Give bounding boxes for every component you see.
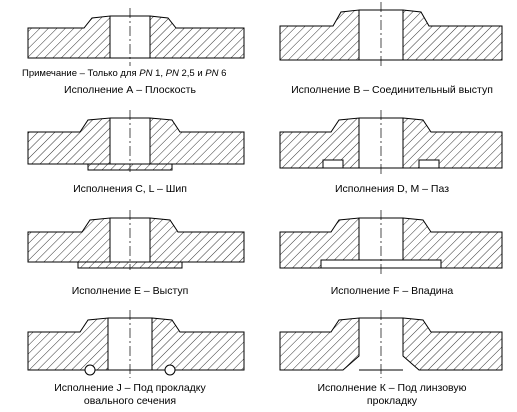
caption-d: Исполнения D, М – Паз xyxy=(334,183,450,195)
flange-d-right-section xyxy=(402,117,503,169)
flange-j-face-detail-0 xyxy=(84,364,96,376)
flange-b-left-section xyxy=(279,9,360,61)
flange-a-right-section xyxy=(149,15,245,59)
flange-k-left-section xyxy=(279,317,360,371)
caption-j-line2: овального сечения xyxy=(83,395,177,407)
caption-c: Исполнения С, L – Шип xyxy=(73,183,187,195)
flange-j-right-section xyxy=(151,317,245,371)
caption-b: Исполнение В – Соединительный выступ xyxy=(291,84,493,96)
caption-k-line2: прокладку xyxy=(366,395,418,407)
caption-a: Исполнение А – Плоскость xyxy=(64,84,196,96)
flange-d-face-detail-0 xyxy=(322,159,344,169)
flange-d-left-section xyxy=(279,117,360,169)
flange-c-left-section xyxy=(27,117,111,165)
flange-a-left-section xyxy=(27,15,111,59)
flange-c-right-section xyxy=(149,117,245,165)
caption-j-line1: Исполнение J – Под прокладку xyxy=(54,382,206,394)
flange-k-right-section xyxy=(402,317,503,371)
note-text: Примечание – Только для PN 1, PN 2,5 и P… xyxy=(22,68,227,79)
caption-f: Исполнение F – Впадина xyxy=(330,285,454,297)
caption-k-line1: Исполнение К – Под линзовую xyxy=(317,382,467,394)
flange-j-face-detail-1 xyxy=(164,364,176,376)
flange-d-face-detail-1 xyxy=(418,159,440,169)
caption-e: Исполнение Е – Выступ xyxy=(71,285,189,297)
flange-b-right-section xyxy=(402,9,503,61)
flange-j-left-section xyxy=(27,317,109,371)
flange-e-right-section xyxy=(149,217,245,263)
flange-e-left-section xyxy=(27,217,111,263)
